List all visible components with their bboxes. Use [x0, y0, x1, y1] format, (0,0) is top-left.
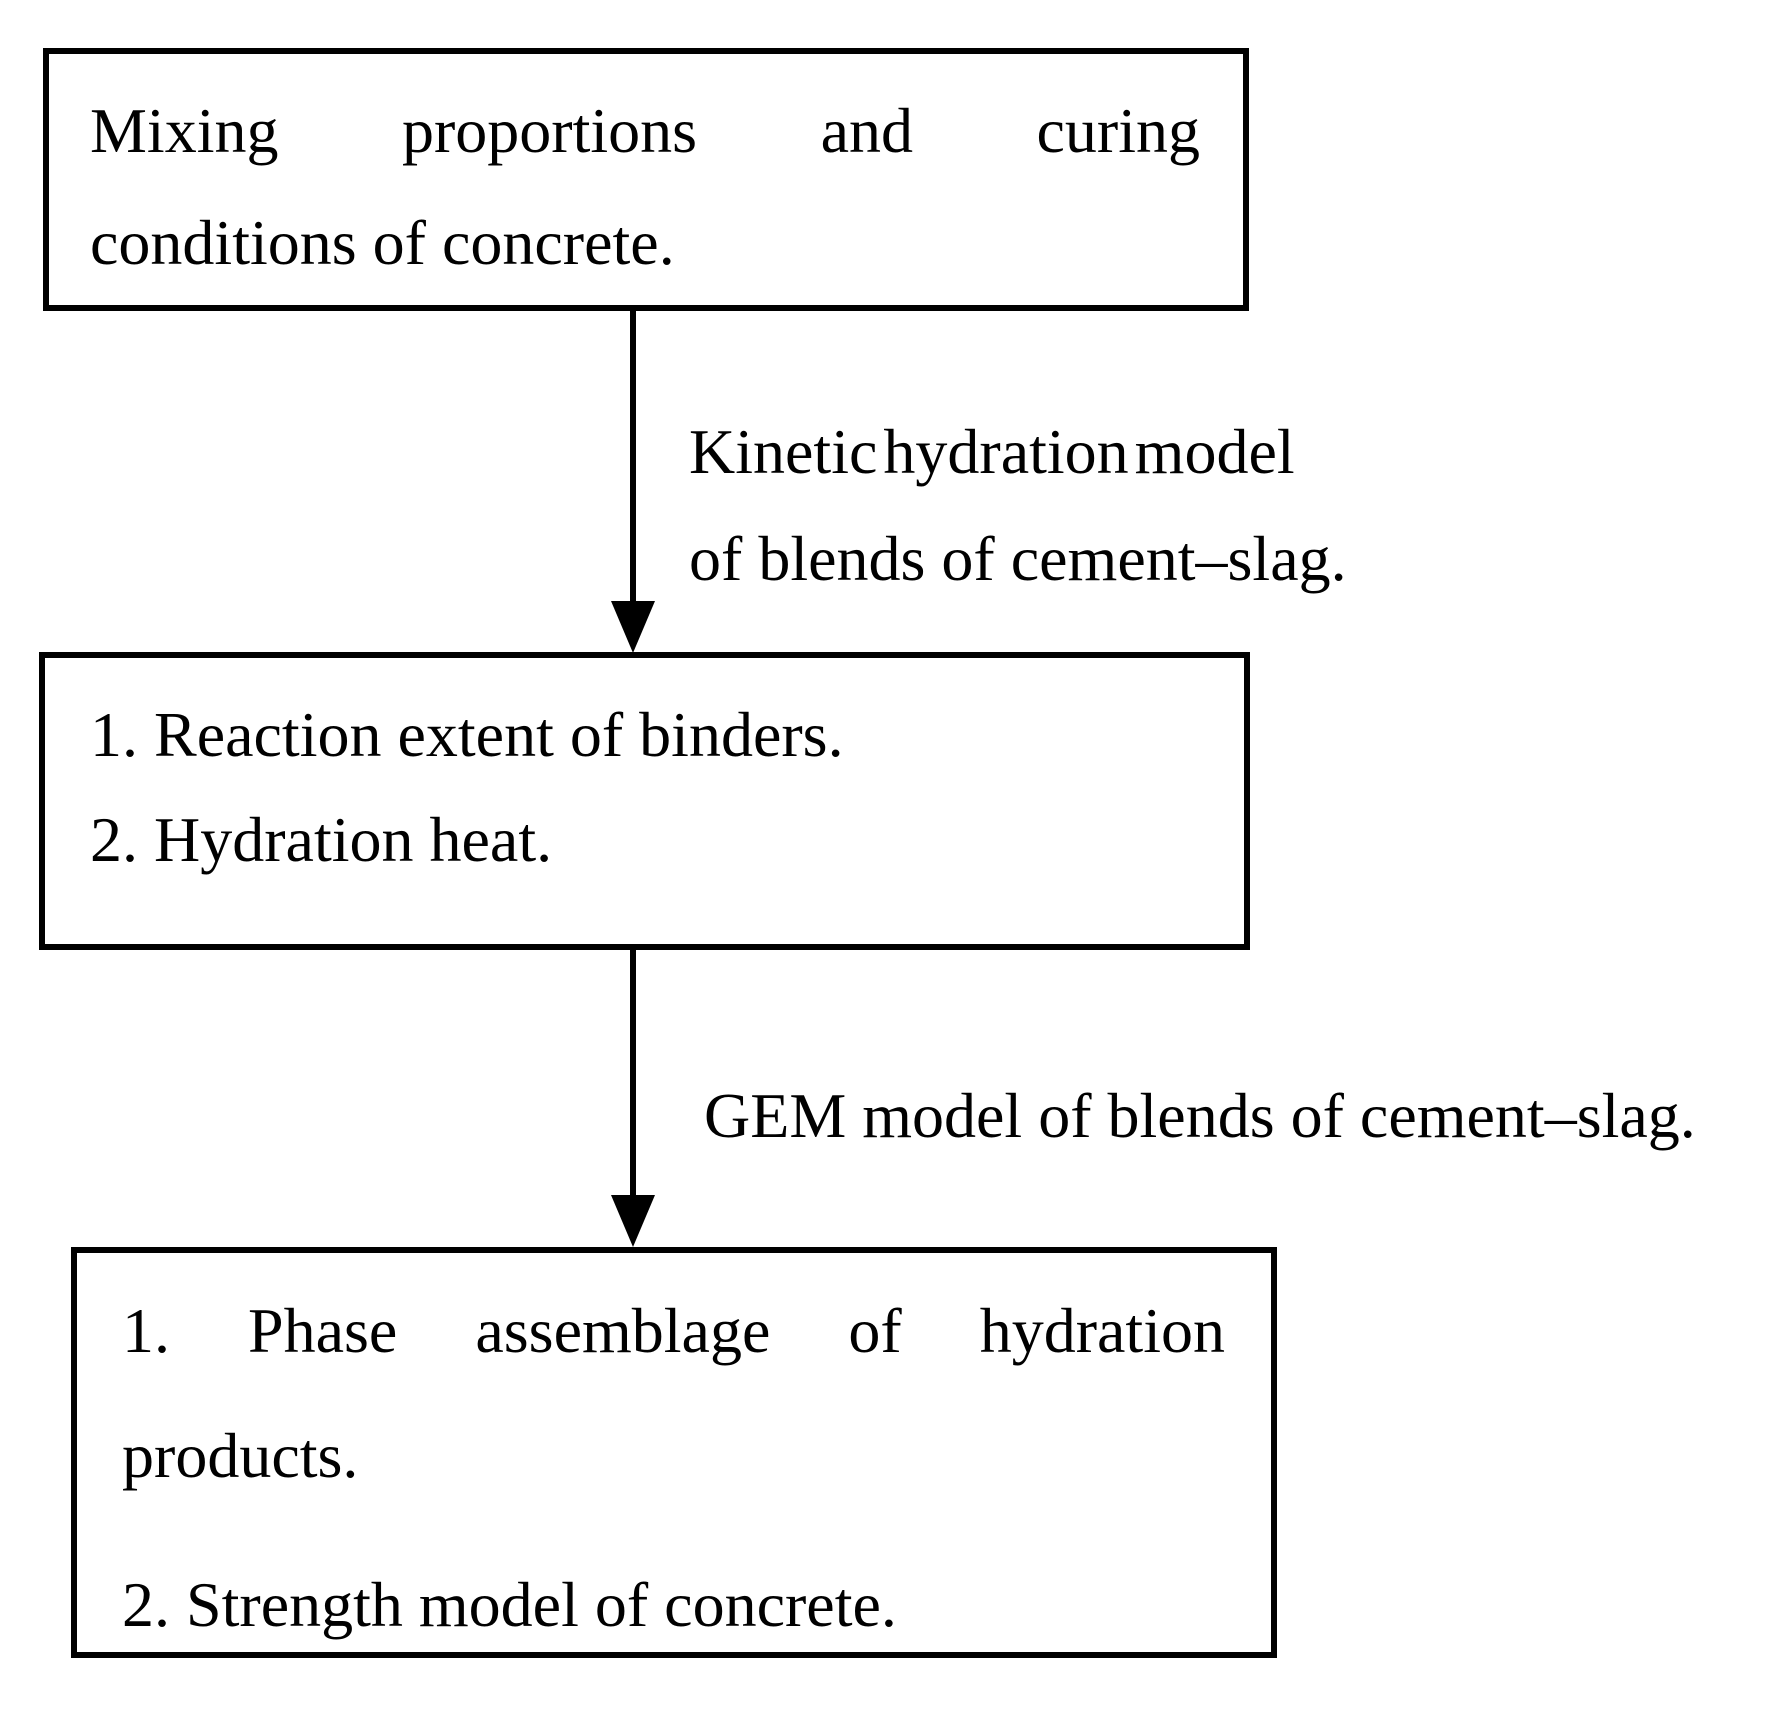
box-mixing-proportions: Mixing proportions and curing conditions… [43, 48, 1249, 311]
box3-word-4: of [848, 1295, 902, 1366]
box1-word-4: curing [1036, 95, 1200, 166]
arrow-1-label-line1: Kinetic hydration model [689, 416, 1295, 487]
arrow-2-shaft [630, 950, 636, 1205]
box-gem-model-outputs: 1. Phase assemblage of hydration product… [71, 1247, 1277, 1658]
box3-justified-line: 1. Phase assemblage of hydration [122, 1268, 1225, 1393]
box3-word-2: Phase [248, 1295, 398, 1366]
arrow-2-label-line1: GEM model of blends of cement–slag. [704, 1080, 1696, 1151]
box1-word-3: and [820, 95, 913, 166]
box3-line2: products. [122, 1420, 359, 1491]
arrow-1-label-line2: of blends of cement–slag. [689, 523, 1347, 594]
box1-line2: conditions of concrete. [90, 207, 675, 278]
box2-item-2: 2. Hydration heat. [90, 804, 553, 875]
box3-word-1: 1. [122, 1295, 170, 1366]
box1-word-1: Mixing [90, 95, 279, 166]
box1-word-2: proportions [401, 95, 698, 166]
arrow-2-arrowhead-icon [611, 1195, 655, 1247]
box2-item-1: 1. Reaction extent of binders. [90, 699, 844, 770]
arrow-1-label: Kinetic hydration model of blends of cem… [689, 398, 1347, 612]
arrow-1-arrowhead-icon [611, 601, 655, 653]
arrow-2-label: GEM model of blends of cement–slag. [704, 1062, 1696, 1169]
arrow-1-shaft [630, 311, 636, 611]
box-kinetic-model-outputs: 1. Reaction extent of binders. 2. Hydrat… [39, 652, 1250, 950]
box3-item-2: 2. Strength model of concrete. [122, 1569, 897, 1640]
box3-word-3: assemblage [475, 1295, 771, 1366]
box3-word-5: hydration [979, 1295, 1225, 1366]
box1-justified-line: Mixing proportions and curing [90, 75, 1200, 187]
